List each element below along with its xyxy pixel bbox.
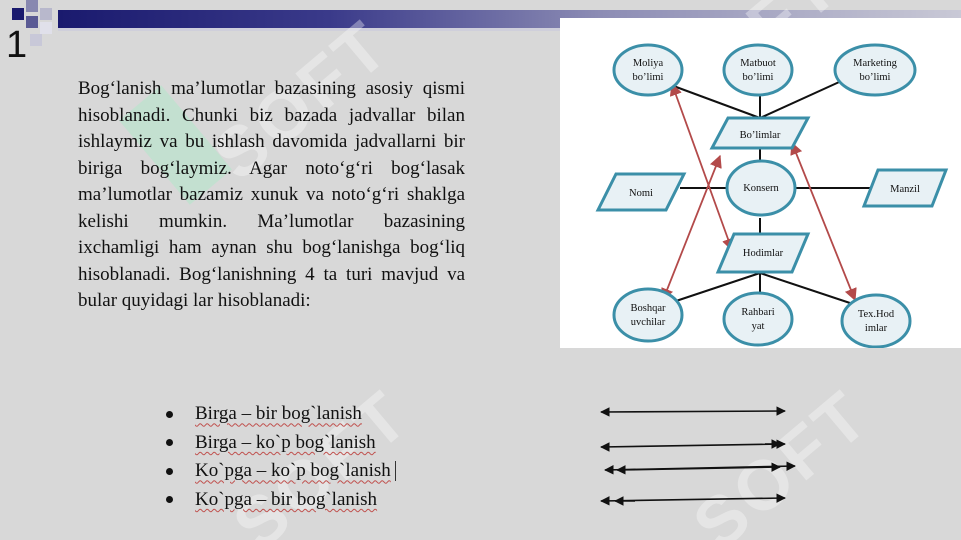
node-manzil-label: Manzil: [890, 184, 920, 195]
node-nomi: Nomi: [595, 172, 687, 212]
node-matbuot: Matbuot bo’limi: [722, 43, 794, 97]
list-item: Birga – bir bog`lanish: [166, 400, 396, 429]
relationship-arrows: [595, 406, 796, 506]
bullet-icon: [166, 439, 173, 447]
header-square: [40, 8, 52, 20]
node-moliya-line1: Moliya: [633, 58, 664, 69]
arrow-many-to-many: [604, 461, 796, 475]
header-square: [12, 8, 24, 20]
node-rahbariyat: Rahbari yat: [722, 291, 794, 347]
node-rahbariyat-line2: yat: [752, 321, 765, 332]
node-texhodimlar: Tex.Hod imlar: [840, 293, 912, 348]
node-marketing-line1: Marketing: [853, 58, 897, 69]
relationship-label: Ko`pga – bir bog`lanish: [195, 488, 378, 510]
list-item: Birga – ko`p bog`lanish: [166, 429, 396, 458]
relationship-list: Birga – bir bog`lanish Birga – ko`p bog`…: [166, 400, 396, 514]
node-marketing: Marketing bo’limi: [833, 43, 917, 97]
header-square: [26, 0, 38, 12]
header-square: [30, 34, 42, 46]
node-konsern-label: Konsern: [743, 183, 779, 194]
node-marketing-line2: bo’limi: [860, 72, 891, 83]
node-boshqaruvchilar: Boshqar uvchilar: [612, 287, 684, 343]
node-boshqaruvchilar-line1: Boshqar: [631, 303, 667, 314]
bullet-icon: [166, 496, 173, 504]
node-rahbariyat-line1: Rahbari: [741, 307, 774, 318]
node-matbuot-line2: bo’limi: [743, 72, 774, 83]
node-konsern: Konsern: [725, 159, 797, 217]
node-bolimlar: Bo’limlar: [709, 116, 811, 150]
slide-number: 1: [6, 24, 28, 66]
node-hodimlar: Hodimlar: [715, 232, 811, 274]
header-square: [26, 16, 38, 28]
node-matbuot-line1: Matbuot: [740, 58, 776, 69]
relation-arrows: [661, 82, 857, 302]
node-boshqaruvchilar-line2: uvchilar: [631, 317, 666, 328]
node-bolimlar-label: Bo’limlar: [740, 130, 781, 141]
node-moliya: Moliya bo’limi: [612, 43, 684, 97]
node-moliya-line2: bo’limi: [633, 72, 664, 83]
header-square: [40, 22, 52, 34]
bullet-icon: [166, 410, 173, 418]
node-texhodimlar-line2: imlar: [865, 323, 888, 334]
text-cursor: [394, 461, 396, 482]
list-item: Ko`pga – ko`p bog`lanish: [166, 457, 396, 486]
relationship-label: Ko`pga – ko`p bog`lanish: [195, 460, 391, 482]
relationship-label: Birga – ko`p bog`lanish: [195, 431, 376, 453]
bullet-icon: [166, 467, 173, 475]
arrow-many-to-one: [600, 493, 786, 506]
node-manzil: Manzil: [861, 168, 949, 208]
er-diagram: Moliya bo’limi Matbuot bo’limi Marketing…: [595, 43, 949, 348]
node-texhodimlar-line1: Tex.Hod: [858, 309, 895, 320]
node-hodimlar-label: Hodimlar: [743, 248, 784, 259]
node-nomi-label: Nomi: [629, 188, 653, 199]
list-item: Ko`pga – bir bog`lanish: [166, 486, 396, 515]
arrow-one-to-many: [601, 444, 786, 447]
relationship-label: Birga – bir bog`lanish: [195, 403, 362, 425]
header-underline: [58, 28, 961, 31]
body-paragraph: Bog‘lanish ma’lumotlar bazasining asosiy…: [78, 78, 465, 311]
arrow-one-to-one: [600, 406, 786, 417]
